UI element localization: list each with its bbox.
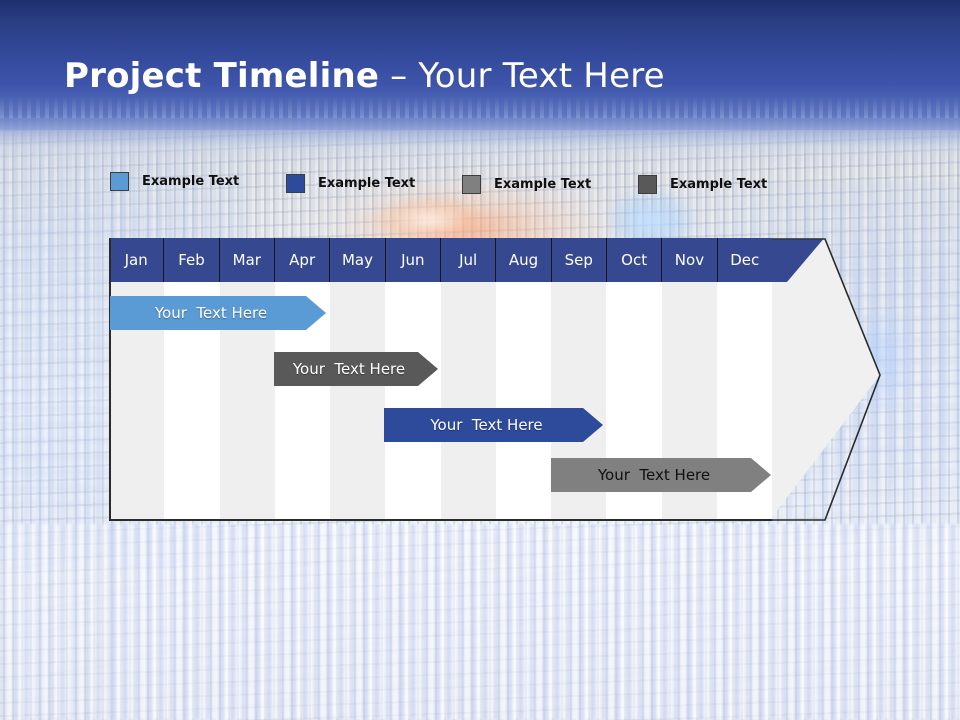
task-bar-4[interactable]: Your Text Here	[551, 458, 771, 492]
month-cell-jul[interactable]: Jul	[440, 238, 497, 282]
page-title-strong: Project Timeline	[64, 56, 380, 96]
month-cell-nov[interactable]: Nov	[662, 238, 718, 282]
legend-swatch-dark-blue-icon	[286, 173, 305, 193]
grid-column-aug	[495, 282, 551, 519]
background-chevron-fill	[770, 239, 880, 520]
month-cell-aug[interactable]: Aug	[496, 238, 552, 282]
page-title-dash: –	[379, 56, 419, 96]
background-chevron-header-cap	[770, 239, 823, 282]
month-cell-sep[interactable]: Sep	[551, 238, 607, 282]
task-bar-1-label: Your Text Here	[154, 304, 268, 322]
month-cell-jun[interactable]: Jun	[385, 238, 441, 282]
legend-label-3: Example Text	[494, 176, 592, 192]
month-header-row: Jan Feb Mar Apr May Jun Jul Aug Sep Oct …	[109, 238, 772, 282]
grid-column-may	[330, 282, 386, 519]
legend-item-3[interactable]: Example Text	[462, 171, 591, 197]
background-reflection	[110, 524, 960, 720]
legend-label-2: Example Text	[318, 175, 416, 191]
legend-swatch-dark-grey-icon	[638, 174, 657, 194]
title-banner	[0, 0, 960, 130]
legend: Example Text Example Text Example Text E…	[110, 168, 810, 196]
grid-column-jul	[440, 282, 496, 519]
task-bar-4-label: Your Text Here	[597, 466, 711, 484]
month-cell-feb[interactable]: Feb	[164, 238, 220, 282]
month-cell-apr[interactable]: Apr	[274, 238, 331, 282]
legend-item-2[interactable]: Example Text	[286, 170, 415, 196]
month-cell-may[interactable]: May	[330, 238, 386, 282]
month-cell-mar[interactable]: Mar	[219, 238, 275, 282]
legend-swatch-light-blue-icon	[110, 171, 129, 191]
legend-label-1: Example Text	[142, 173, 240, 189]
task-bar-1[interactable]: Your Text Here	[110, 296, 326, 330]
title-banner-fade	[0, 118, 960, 166]
background-reflection-left	[0, 524, 112, 720]
grid-left-border	[109, 238, 111, 521]
legend-swatch-mid-grey-icon	[462, 174, 481, 194]
task-bar-3[interactable]: Your Text Here	[384, 408, 603, 442]
month-cell-jan[interactable]: Jan	[109, 238, 165, 282]
legend-item-1[interactable]: Example Text	[110, 168, 239, 194]
page-title-rest: Your Text Here	[418, 56, 665, 96]
legend-label-4: Example Text	[670, 176, 768, 192]
task-bar-3-label: Your Text Here	[430, 416, 543, 434]
background-sunset-highlight	[370, 196, 490, 236]
month-cell-dec[interactable]: Dec	[717, 238, 772, 282]
timeline-chart: Jan Feb Mar Apr May Jun Jul Aug Sep Oct …	[109, 238, 881, 522]
month-cell-oct[interactable]: Oct	[606, 238, 663, 282]
grid-column-jun	[385, 282, 441, 519]
legend-item-4[interactable]: Example Text	[638, 171, 767, 197]
page-title: Project Timeline – Your Text Here	[64, 56, 665, 96]
task-bar-2[interactable]: Your Text Here	[274, 352, 438, 386]
task-bar-2-label: Your Text Here	[292, 360, 406, 378]
